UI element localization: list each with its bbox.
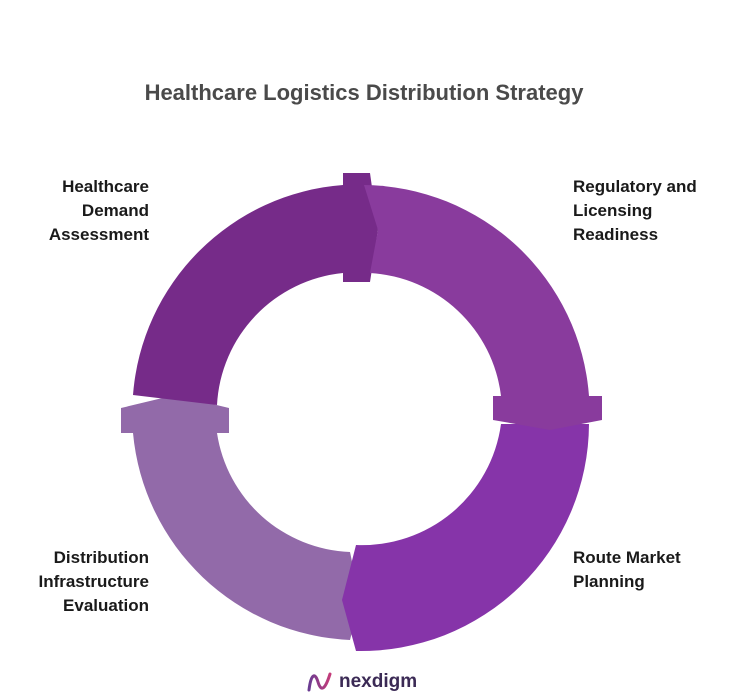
segment-distribution-infrastructure-evaluation [121, 395, 360, 640]
segment-regulatory-licensing-readiness [364, 185, 602, 430]
label-healthcare-demand-assessment: Healthcare Demand Assessment [48, 177, 149, 244]
label-regulatory-licensing-readiness: Regulatory and Licensing Readiness [573, 177, 697, 244]
brand-name: nexdigm [339, 671, 418, 692]
page-title: Healthcare Logistics Distribution Strate… [144, 80, 584, 105]
brand-logo: nexdigm [306, 670, 417, 694]
label-route-market-planning: Route Market Planning [573, 548, 681, 591]
segment-healthcare-demand-assessment [133, 173, 378, 405]
label-distribution-infrastructure-evaluation: Distribution Infrastructure Evaluation [38, 548, 149, 615]
segment-route-market-planning [342, 424, 589, 652]
nexdigm-logo-icon [307, 672, 332, 692]
